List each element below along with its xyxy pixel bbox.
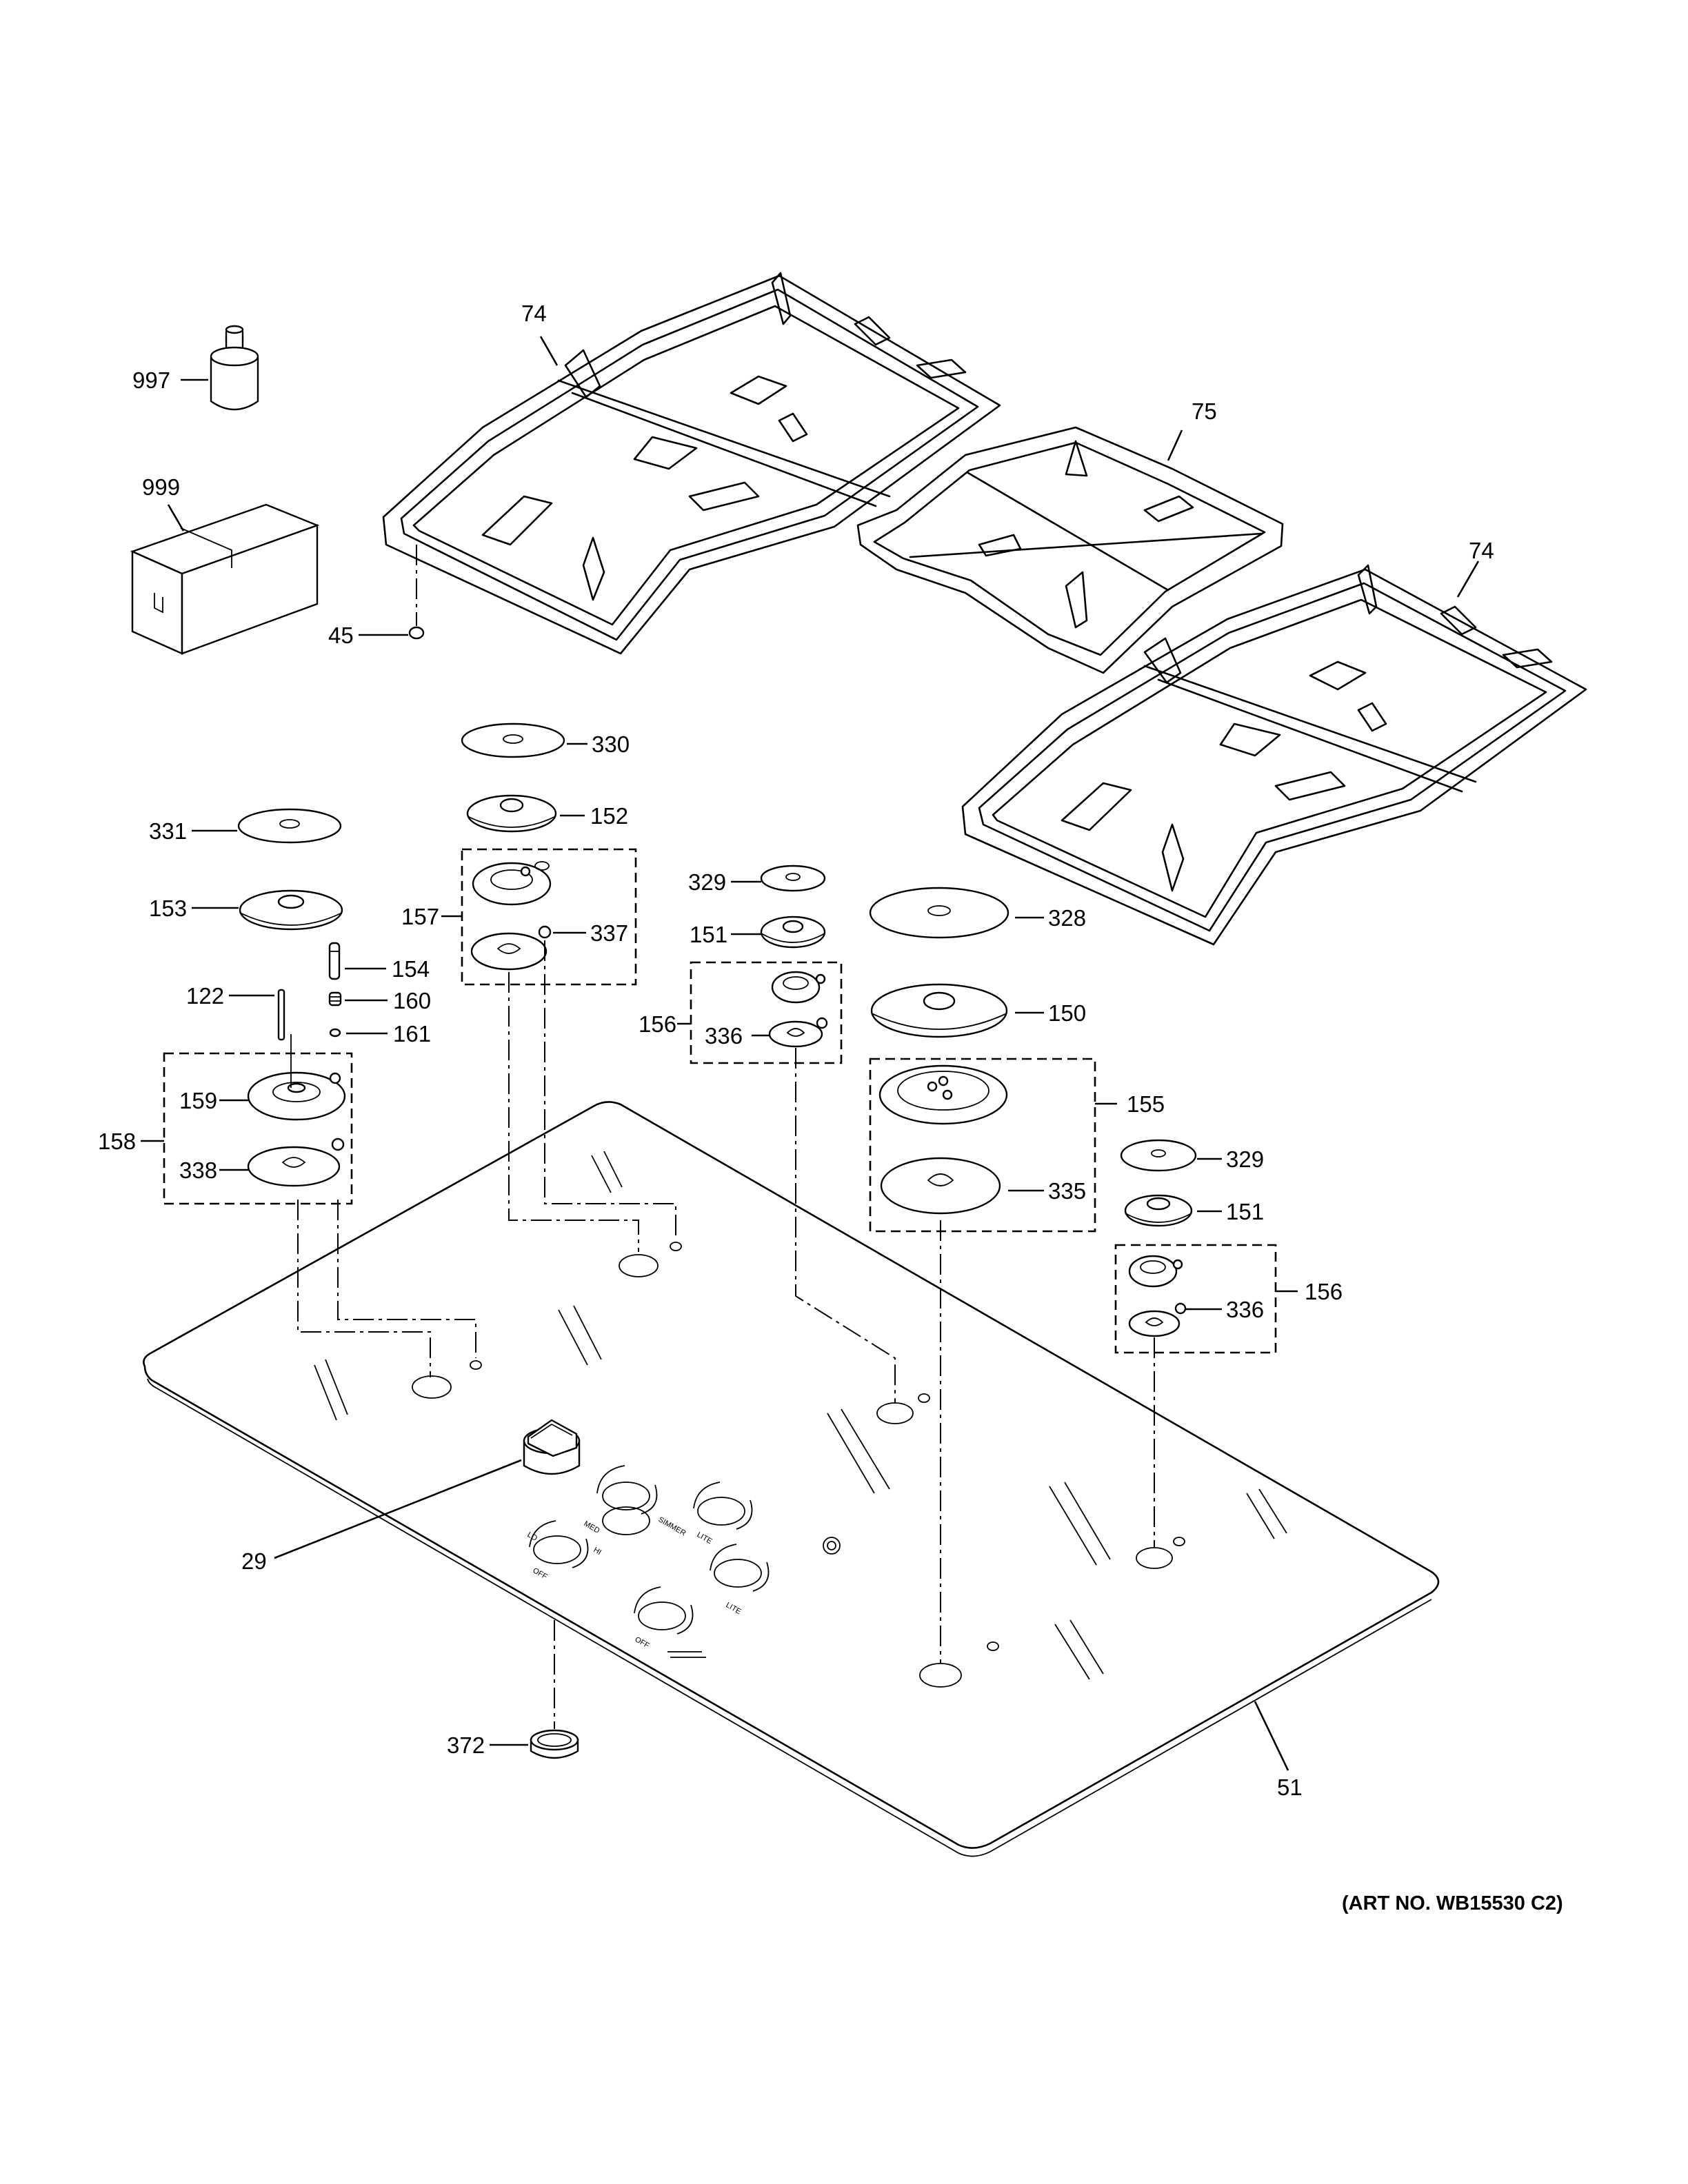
callout-122: 122 (186, 983, 224, 1009)
callout-51: 51 (1277, 1775, 1303, 1800)
callout-161: 161 (393, 1021, 431, 1046)
callout-328: 328 (1048, 905, 1086, 931)
callout-330: 330 (592, 731, 630, 757)
callout-154: 154 (392, 956, 430, 982)
callout-156b: 156 (1305, 1279, 1343, 1304)
group-155-box (869, 1058, 1096, 1233)
callout-158: 158 (98, 1129, 136, 1154)
callout-335: 335 (1048, 1178, 1086, 1204)
dial-label-lo-1: LO (526, 1530, 539, 1543)
part-338-gasket[interactable] (247, 1138, 345, 1187)
group-158-box (163, 1052, 353, 1205)
part-150-large-burner-head[interactable] (870, 983, 1008, 1038)
callout-338: 338 (179, 1157, 217, 1183)
group-156b-box (1114, 1244, 1277, 1354)
dial-label-simmer: SIMMER (657, 1515, 687, 1537)
callout-75: 75 (1192, 398, 1217, 424)
callout-331: 331 (149, 818, 187, 844)
group-156a-box (690, 961, 843, 1064)
leader-51 (1254, 1701, 1289, 1771)
part-151-burner-head-right[interactable] (1124, 1194, 1193, 1227)
part-151-burner-head-center[interactable] (760, 916, 826, 949)
centerline-157-a (508, 972, 639, 1252)
part-154-electrode[interactable] (328, 942, 341, 980)
centerline-157-b (544, 940, 676, 1238)
callout-329a: 329 (688, 869, 726, 895)
leader-75 (1167, 429, 1183, 461)
callout-152: 152 (590, 803, 628, 829)
part-155-large-burner-base[interactable] (878, 1064, 1008, 1125)
callout-74b: 74 (1469, 538, 1494, 563)
leader-29 (274, 1459, 522, 1559)
part-330-burner-cap[interactable] (461, 722, 565, 758)
part-329-burner-cap-right[interactable] (1120, 1139, 1197, 1172)
callout-372: 372 (447, 1732, 485, 1758)
part-337-gasket[interactable] (470, 925, 552, 971)
part-331-burner-cap[interactable] (237, 808, 342, 844)
callout-45: 45 (328, 623, 354, 648)
dial-label-off-2: OFF (634, 1635, 651, 1650)
callout-999: 999 (142, 474, 180, 500)
leader-74b (1456, 560, 1480, 598)
part-160-spring[interactable] (328, 991, 342, 1007)
centerline-158-a (297, 1200, 431, 1377)
callout-336a: 336 (705, 1023, 743, 1049)
part-152-burner-head[interactable] (466, 794, 557, 833)
part-156-burner-base-right[interactable] (1128, 1255, 1183, 1288)
part-336-gasket-center[interactable] (768, 1017, 828, 1048)
centerline-156a (795, 1048, 896, 1404)
part-329-burner-cap-center[interactable] (760, 865, 826, 892)
part-153-burner-head[interactable] (239, 889, 343, 931)
art-number: (ART NO. WB15530 C2) (1342, 1892, 1563, 1914)
dial-label-hi-1: HI (592, 1546, 603, 1557)
dial-label-off-1: OFF (532, 1566, 549, 1581)
part-335-large-gasket[interactable] (880, 1157, 1001, 1215)
callout-157: 157 (401, 904, 439, 929)
callout-153: 153 (149, 896, 187, 921)
part-74-left-grate[interactable] (382, 272, 1001, 655)
part-51-glass-cooktop[interactable] (143, 1101, 1440, 1857)
leader-999 (167, 504, 185, 532)
callout-151b: 151 (1226, 1199, 1264, 1224)
dial-label-med-1: MED (583, 1519, 601, 1535)
part-161-clip[interactable] (329, 1028, 341, 1038)
callout-997: 997 (132, 367, 170, 393)
callout-329b: 329 (1226, 1146, 1264, 1172)
part-159-burner-base[interactable] (247, 1034, 346, 1121)
callout-29: 29 (241, 1548, 267, 1574)
part-999-parts-box[interactable] (130, 503, 320, 655)
callout-336b: 336 (1226, 1297, 1264, 1322)
part-336-gasket-right[interactable] (1128, 1302, 1187, 1337)
part-29-control-knob[interactable] (523, 1419, 581, 1475)
leader-74a (539, 336, 559, 366)
part-997-touchup-paint-bottle[interactable] (210, 325, 259, 411)
callout-159: 159 (179, 1088, 217, 1113)
part-157-burner-base[interactable] (472, 861, 552, 906)
centerline-158-b (337, 1200, 476, 1358)
dial-label-lite-1: LITE (725, 1601, 743, 1616)
callout-74a: 74 (521, 301, 547, 326)
dial-label-lite-2: LITE (696, 1530, 714, 1546)
part-122-orifice-tube[interactable] (277, 989, 285, 1041)
callout-155: 155 (1127, 1091, 1165, 1117)
part-156-burner-base-center[interactable] (771, 971, 826, 1004)
callout-151a: 151 (690, 922, 727, 947)
part-328-large-burner-cap[interactable] (869, 887, 1009, 939)
part-74-right-grate[interactable] (961, 564, 1587, 946)
part-372-grommet[interactable] (530, 1729, 579, 1759)
callout-160: 160 (393, 988, 431, 1013)
callout-156a: 156 (639, 1011, 676, 1037)
callout-150: 150 (1048, 1000, 1086, 1026)
callout-337: 337 (590, 920, 628, 946)
part-75-center-grate[interactable] (856, 426, 1284, 674)
